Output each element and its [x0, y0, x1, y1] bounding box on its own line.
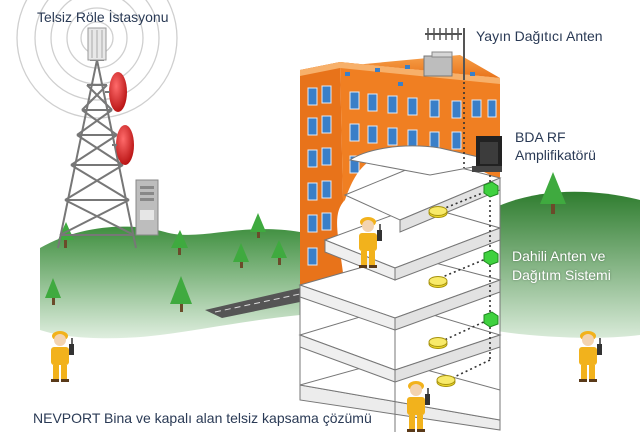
- splitter-icon: [483, 249, 499, 266]
- bda-amplifier-icon: [472, 136, 502, 172]
- road: [205, 288, 301, 318]
- indoor-antennas: [428, 206, 456, 387]
- das-label-line2: Dağıtım Sistemi: [512, 267, 611, 283]
- tree-icon: [233, 243, 249, 268]
- radio-user-icon: [579, 331, 602, 382]
- indoor-antenna-icon: [428, 206, 448, 218]
- tree-icon: [250, 213, 266, 238]
- radio-tower-icon: [57, 27, 137, 249]
- radio-user-icon: [359, 217, 382, 268]
- tree-icon: [170, 276, 192, 312]
- left-hill: [40, 226, 300, 339]
- caption: NEVPORT Bina ve kapalı alan telsiz kapsa…: [33, 410, 372, 426]
- indoor-antenna-icon: [428, 276, 448, 288]
- bda-label-line2: Amplifikatörü: [515, 147, 596, 163]
- tree-icon: [171, 230, 188, 255]
- tree-icon: [271, 240, 287, 265]
- splitter-icon: [483, 311, 499, 328]
- antenna-label: Yayın Dağıtıcı Anten: [476, 28, 603, 44]
- radio-user-icon: [51, 331, 74, 382]
- radio-user-icon: [407, 381, 430, 432]
- microwave-dish-upper: [105, 72, 127, 112]
- das-label-line1: Dahili Anten ve: [512, 248, 606, 264]
- indoor-antenna-icon: [428, 337, 448, 349]
- splitters: [483, 181, 499, 328]
- tower-label: Telsiz Röle İstasyonu: [37, 9, 169, 25]
- cutaway-floors: [298, 145, 502, 432]
- bda-label-line1: BDA RF: [515, 129, 566, 145]
- tree-icon: [540, 172, 566, 214]
- right-hill: [490, 191, 640, 338]
- radio-users: [51, 217, 602, 432]
- indoor-antenna-icon: [436, 375, 456, 387]
- equipment-cabinet: [135, 179, 159, 236]
- microwave-dish-lower: [112, 125, 134, 165]
- rooftop-antenna-icon: [423, 28, 465, 80]
- splitter-icon: [483, 181, 499, 198]
- tree-icon: [45, 278, 61, 305]
